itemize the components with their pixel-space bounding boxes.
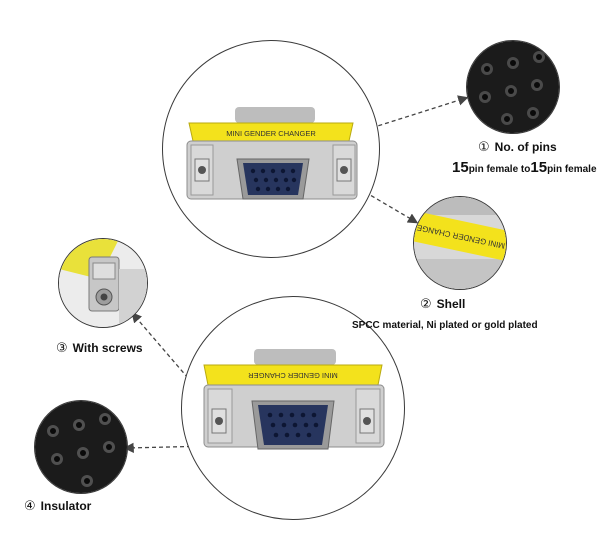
connector-print-bottom: MINI GENDER CHANGER: [248, 371, 338, 380]
pins-count-b: 15: [530, 159, 548, 176]
main-connector-circle-bottom: MINI GENDER CHANGER: [181, 296, 405, 520]
arrow-pins: [364, 95, 469, 131]
screw-closeup-photo: [59, 239, 147, 327]
zoom-circle-screws: [58, 238, 148, 328]
zoom-circle-shell: MINI GENDER CHANGE: [413, 196, 507, 290]
marker-2: ②: [420, 296, 432, 311]
callout-pins-desc: 15pin female to15pin female: [452, 159, 597, 176]
pins-text-a: pin female to: [468, 164, 531, 175]
marker-1: ①: [478, 139, 490, 154]
pins-title-text: No. of pins: [494, 140, 557, 154]
shell-title-text: Shell: [436, 297, 466, 311]
arrow-shell: [364, 191, 419, 224]
connector-photo-bottom: MINI GENDER CHANGER: [203, 349, 385, 450]
arrow-screws: [131, 312, 189, 379]
zoom-circle-insulator: [34, 400, 128, 494]
callout-screws-title: ③ With screws: [56, 340, 143, 356]
insulator-title-text: Insulator: [40, 499, 92, 513]
pins-closeup-photo: [467, 41, 559, 133]
callout-shell-title: ② Shell: [420, 296, 465, 312]
connector-print-top: MINI GENDER CHANGER: [226, 129, 316, 138]
marker-4: ④: [24, 498, 36, 513]
pins-text-b: pin female: [547, 164, 597, 175]
callout-pins-title: ① No. of pins: [478, 139, 557, 155]
main-connector-circle-top: MINI GENDER CHANGER: [162, 40, 380, 258]
connector-photo-top: MINI GENDER CHANGER: [186, 107, 358, 200]
callout-insulator-title: ④ Insulator: [24, 498, 91, 514]
callout-shell-desc: SPCC material, Ni plated or gold plated: [352, 320, 538, 331]
screws-title-text: With screws: [72, 341, 143, 355]
marker-3: ③: [56, 340, 68, 355]
shell-closeup-photo: MINI GENDER CHANGE: [414, 197, 506, 289]
insulator-closeup-photo: [35, 401, 127, 493]
zoom-circle-pins: [466, 40, 560, 134]
pins-count-a: 15: [452, 159, 469, 176]
